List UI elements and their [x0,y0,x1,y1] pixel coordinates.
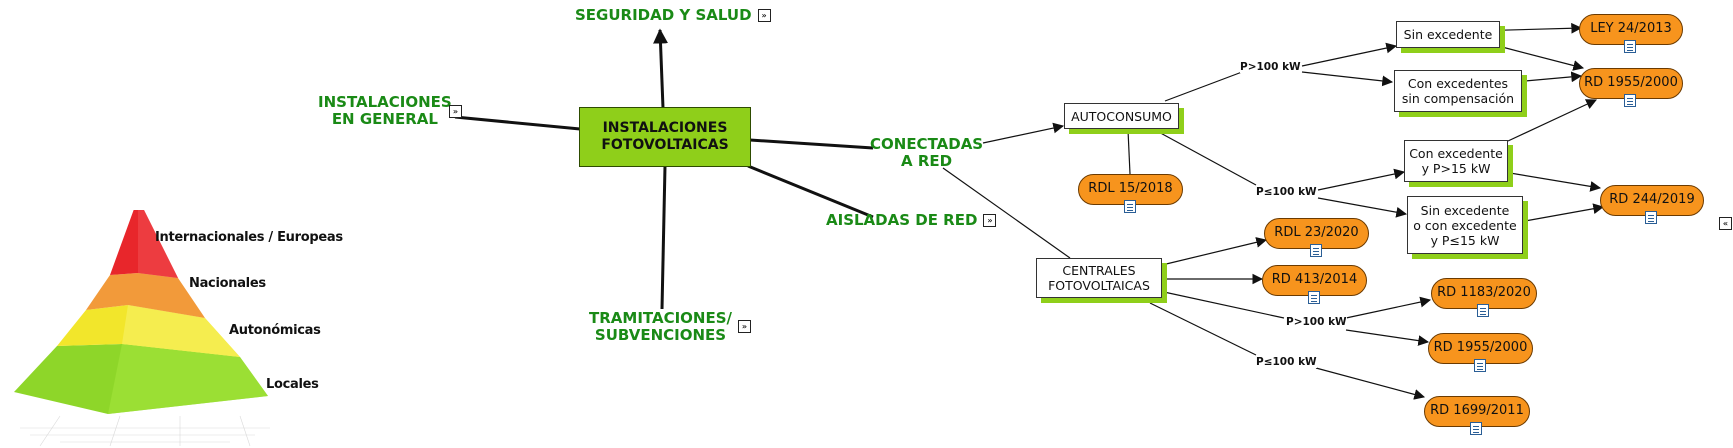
law-rd-1955-top-label: RD 1955/2000 [1584,75,1678,90]
document-icon[interactable] [1645,211,1657,224]
branch-tramitaciones-line2: SUBVENCIONES [594,326,727,344]
expand-icon[interactable]: » [738,320,751,333]
node-centrales-line1: CENTRALES [1062,263,1136,278]
expand-icon[interactable]: » [983,214,997,227]
document-icon[interactable] [1307,291,1320,304]
law-rd-413-2014-label: RD 413/2014 [1271,272,1358,287]
node-con-exc-line1: Con excedentes [1407,76,1509,91]
document-icon[interactable] [1309,244,1322,257]
branch-tramitaciones-line1: TRAMITACIONES/ [589,309,732,327]
law-rd-1955-bottom-label: RD 1955/2000 [1433,340,1528,355]
law-rdl-15-2018[interactable]: RDL 15/2018 [1078,174,1183,213]
branch-instalaciones[interactable]: INSTALACIONES EN GENERAL [318,94,452,128]
law-rd-1183-2020[interactable]: RD 1183/2020 [1431,278,1537,317]
node-con-exc-p15-line2: y P>15 kW [1421,161,1491,176]
node-con-exc-p15-line1: Con excedente [1409,146,1503,161]
branch-seguridad-label: SEGURIDAD Y SALUD [575,6,752,24]
node-centrales-line2: FOTOVOLTAICAS [1048,278,1150,293]
expand-icon[interactable]: » [449,105,462,118]
node-sin-o-con-line2: o con excedente [1413,217,1517,233]
branch-aisladas-label: AISLADAS DE RED [826,211,978,229]
pyramid-floor-grid [20,415,270,447]
law-rd-1699-2011[interactable]: RD 1699/2011 [1424,396,1530,435]
edge-label-auto-le100: P≤100 kW [1256,186,1317,198]
law-ley-24-2013-label: LEY 24/2013 [1590,21,1672,36]
branch-conectadas[interactable]: CONECTADAS A RED [870,136,983,170]
central-links [454,28,874,310]
law-rd-413-2014[interactable]: RD 413/2014 [1262,265,1367,304]
node-autoconsumo-label: AUTOCONSUMO [1071,108,1172,124]
law-rdl-15-2018-label: RDL 15/2018 [1088,181,1173,196]
pyramid-label-4: Locales [266,377,319,392]
branch-tramitaciones[interactable]: TRAMITACIONES/ SUBVENCIONES [589,310,732,344]
branch-conectadas-line1: CONECTADAS [870,135,984,153]
central-node[interactable]: INSTALACIONES FOTOVOLTAICAS [579,107,751,167]
node-sin-o-con-line3: y P≤15 kW [1430,232,1500,248]
legislation-pyramid [14,210,270,447]
pyramid-label-1: Internacionales / Europeas [155,230,343,245]
law-rd-244-2019-label: RD 244/2019 [1609,192,1695,207]
law-ley-24-2013[interactable]: LEY 24/2013 [1579,14,1683,53]
node-autoconsumo[interactable]: AUTOCONSUMO [1064,103,1179,129]
document-icon[interactable] [1123,200,1136,213]
node-sin-excedente[interactable]: Sin excedente [1396,21,1500,48]
edge-label-cent-le100: P≤100 kW [1256,356,1317,368]
law-rd-1183-2020-label: RD 1183/2020 [1437,285,1531,300]
expand-icon[interactable]: » [757,9,771,22]
branch-instalaciones-line2: EN GENERAL [331,110,438,128]
central-node-label: INSTALACIONES FOTOVOLTAICAS [601,120,729,153]
pyramid-level-nacionales [86,273,205,318]
law-rd-1699-2011-label: RD 1699/2011 [1430,403,1524,418]
node-sin-o-con-excedente[interactable]: Sin excedente o con excedente y P≤15 kW [1407,196,1523,254]
branch-seguridad[interactable]: SEGURIDAD Y SALUD » [575,7,771,24]
pyramid-label-3: Autonómicas [229,323,321,338]
law-rdl-23-2020[interactable]: RDL 23/2020 [1264,218,1369,257]
document-icon[interactable] [1477,304,1489,317]
node-centrales[interactable]: CENTRALES FOTOVOLTAICAS [1036,258,1162,298]
document-icon[interactable] [1470,422,1482,435]
law-rd-1955-2000-top[interactable]: RD 1955/2000 [1579,68,1683,107]
law-rd-1955-2000-bottom[interactable]: RD 1955/2000 [1428,333,1533,372]
node-con-excedente-p15[interactable]: Con excedente y P>15 kW [1404,140,1508,182]
edge-label-auto-gt100: P>100 kW [1240,61,1301,73]
node-con-exc-line2: sin compensación [1401,91,1515,106]
document-icon[interactable] [1624,40,1636,53]
edge-label-cent-gt100: P>100 kW [1286,316,1347,328]
document-icon[interactable] [1624,94,1636,107]
node-con-excedentes-sin-compensacion[interactable]: Con excedentes sin compensación [1394,70,1522,112]
node-sin-o-con-line1: Sin excedente [1420,202,1510,218]
branch-conectadas-line2: A RED [901,152,953,170]
branch-aisladas[interactable]: AISLADAS DE RED » [826,211,997,229]
law-rdl-23-2020-label: RDL 23/2020 [1274,225,1359,240]
law-rd-244-2019[interactable]: RD 244/2019 [1600,185,1704,224]
document-icon[interactable] [1473,359,1486,372]
collapse-icon[interactable]: « [1719,217,1732,230]
branch-instalaciones-line1: INSTALACIONES [318,93,452,111]
node-sin-excedente-label: Sin excedente [1403,27,1493,42]
thin-links [942,22,1605,400]
pyramid-label-2: Nacionales [189,276,266,291]
